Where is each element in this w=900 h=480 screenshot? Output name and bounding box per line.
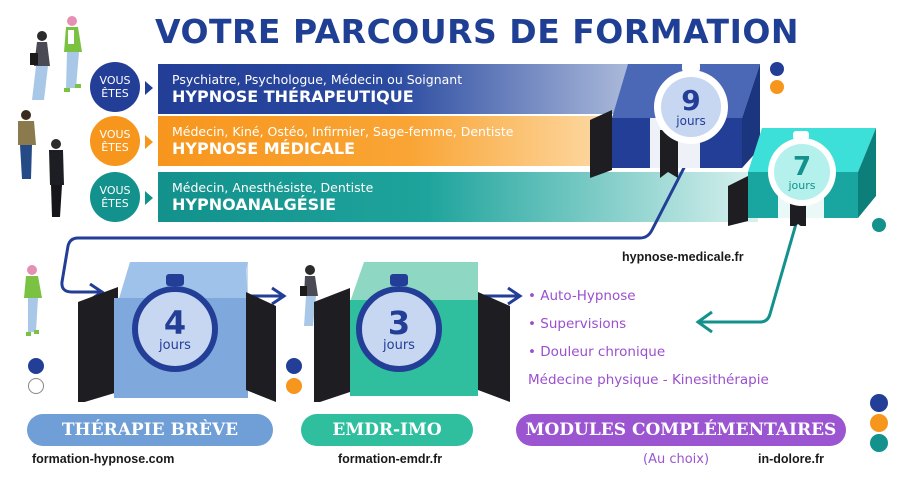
vous-etes-badge: VOUS ÊTES xyxy=(90,62,140,112)
person-illustration-icon xyxy=(24,265,42,336)
dot-orange xyxy=(286,378,302,394)
audience-text: Médecin, Anesthésiste, Dentiste xyxy=(172,180,374,195)
dot-empty xyxy=(28,378,44,394)
dot-teal xyxy=(872,218,886,232)
stopwatch-3-ring xyxy=(356,286,442,372)
person-illustration-icon xyxy=(300,265,318,326)
stopwatch-4-ring xyxy=(132,286,218,372)
vous-etes-badge: VOUS ÊTES xyxy=(90,116,140,166)
module-item: • Auto-Hypnose xyxy=(528,288,636,304)
timer-number: 9 xyxy=(681,84,701,117)
pill-emdr-imo[interactable]: EMDR-IMO xyxy=(301,414,473,446)
timer-number: 4 xyxy=(163,303,187,342)
link-in-dolore[interactable]: in-dolore.fr xyxy=(758,452,824,466)
badge-line2: ÊTES xyxy=(101,87,129,100)
link-formation-hypnose[interactable]: formation-hypnose.com xyxy=(32,452,175,466)
pill-therapie-breve[interactable]: THÉRAPIE BRÈVE xyxy=(27,414,273,446)
page-title: VOTRE PARCOURS DE FORMATION xyxy=(155,12,800,51)
stopwatch-3-jours: 3 jours xyxy=(362,292,436,366)
course-title: HYPNOSE THÉRAPEUTIQUE xyxy=(172,87,414,106)
arrow-right-icon xyxy=(145,191,153,205)
module-item: Médecine physique - Kinesithérapie xyxy=(528,372,769,388)
timer-unit: jours xyxy=(383,337,415,353)
audience-text: Psychiatre, Psychologue, Médecin ou Soig… xyxy=(172,72,463,87)
timer-unit: jours xyxy=(676,114,706,128)
badge-line1: VOUS xyxy=(99,184,131,197)
badge-line2: ÊTES xyxy=(101,197,129,210)
stopwatch-crown-icon xyxy=(682,62,700,72)
modules-note: (Au choix) xyxy=(643,452,710,467)
badge-line1: VOUS xyxy=(99,128,131,141)
module-item: • Supervisions xyxy=(528,316,627,332)
dot-navy xyxy=(870,394,888,412)
stopwatch-crown-icon xyxy=(793,131,809,140)
timer-unit: jours xyxy=(788,178,816,192)
timer-unit: jours xyxy=(159,337,191,353)
audience-text: Médecin, Kiné, Ostéo, Infirmier, Sage-fe… xyxy=(172,124,514,139)
people-illustration-icon xyxy=(30,16,82,100)
stopwatch-crown-icon xyxy=(390,274,408,286)
men-illustration-icon xyxy=(18,110,64,217)
course-title: HYPNOSE MÉDICALE xyxy=(172,139,356,158)
course-bar-hypnose-medicale[interactable]: Médecin, Kiné, Ostéo, Infirmier, Sage-fe… xyxy=(158,116,618,166)
badge-line2: ÊTES xyxy=(101,141,129,154)
arrow-right-icon xyxy=(145,81,153,95)
dot-navy xyxy=(770,62,784,76)
dot-orange xyxy=(770,80,784,94)
arrow-right-icon xyxy=(145,135,153,149)
dot-navy xyxy=(286,358,302,374)
stopwatch-crown-icon xyxy=(166,274,184,286)
dot-orange xyxy=(870,414,888,432)
pill-modules-complementaires[interactable]: MODULES COMPLÉMENTAIRES xyxy=(516,414,846,446)
course-title: HYPNOANALGÉSIE xyxy=(172,195,337,214)
stopwatch-9-jours: 9 jours xyxy=(661,77,721,137)
vous-etes-badge: VOUS ÊTES xyxy=(90,172,140,222)
dot-navy xyxy=(28,358,44,374)
dot-teal xyxy=(870,434,888,452)
link-formation-emdr[interactable]: formation-emdr.fr xyxy=(338,452,443,466)
badge-line1: VOUS xyxy=(99,74,131,87)
timer-number: 7 xyxy=(792,151,812,182)
stopwatch-7-jours: 7 jours xyxy=(774,144,830,200)
course-bar-hypnoanalgesie[interactable]: Médecin, Anesthésiste, Dentiste HYPNOANA… xyxy=(158,172,758,222)
stopwatch-4-jours: 4 jours xyxy=(138,292,212,366)
module-item: • Douleur chronique xyxy=(528,344,666,360)
link-hypnose-medicale[interactable]: hypnose-medicale.fr xyxy=(622,250,744,264)
course-bar-hypnose-therapeutique[interactable]: Psychiatre, Psychologue, Médecin ou Soig… xyxy=(158,64,678,114)
timer-number: 3 xyxy=(387,303,411,342)
